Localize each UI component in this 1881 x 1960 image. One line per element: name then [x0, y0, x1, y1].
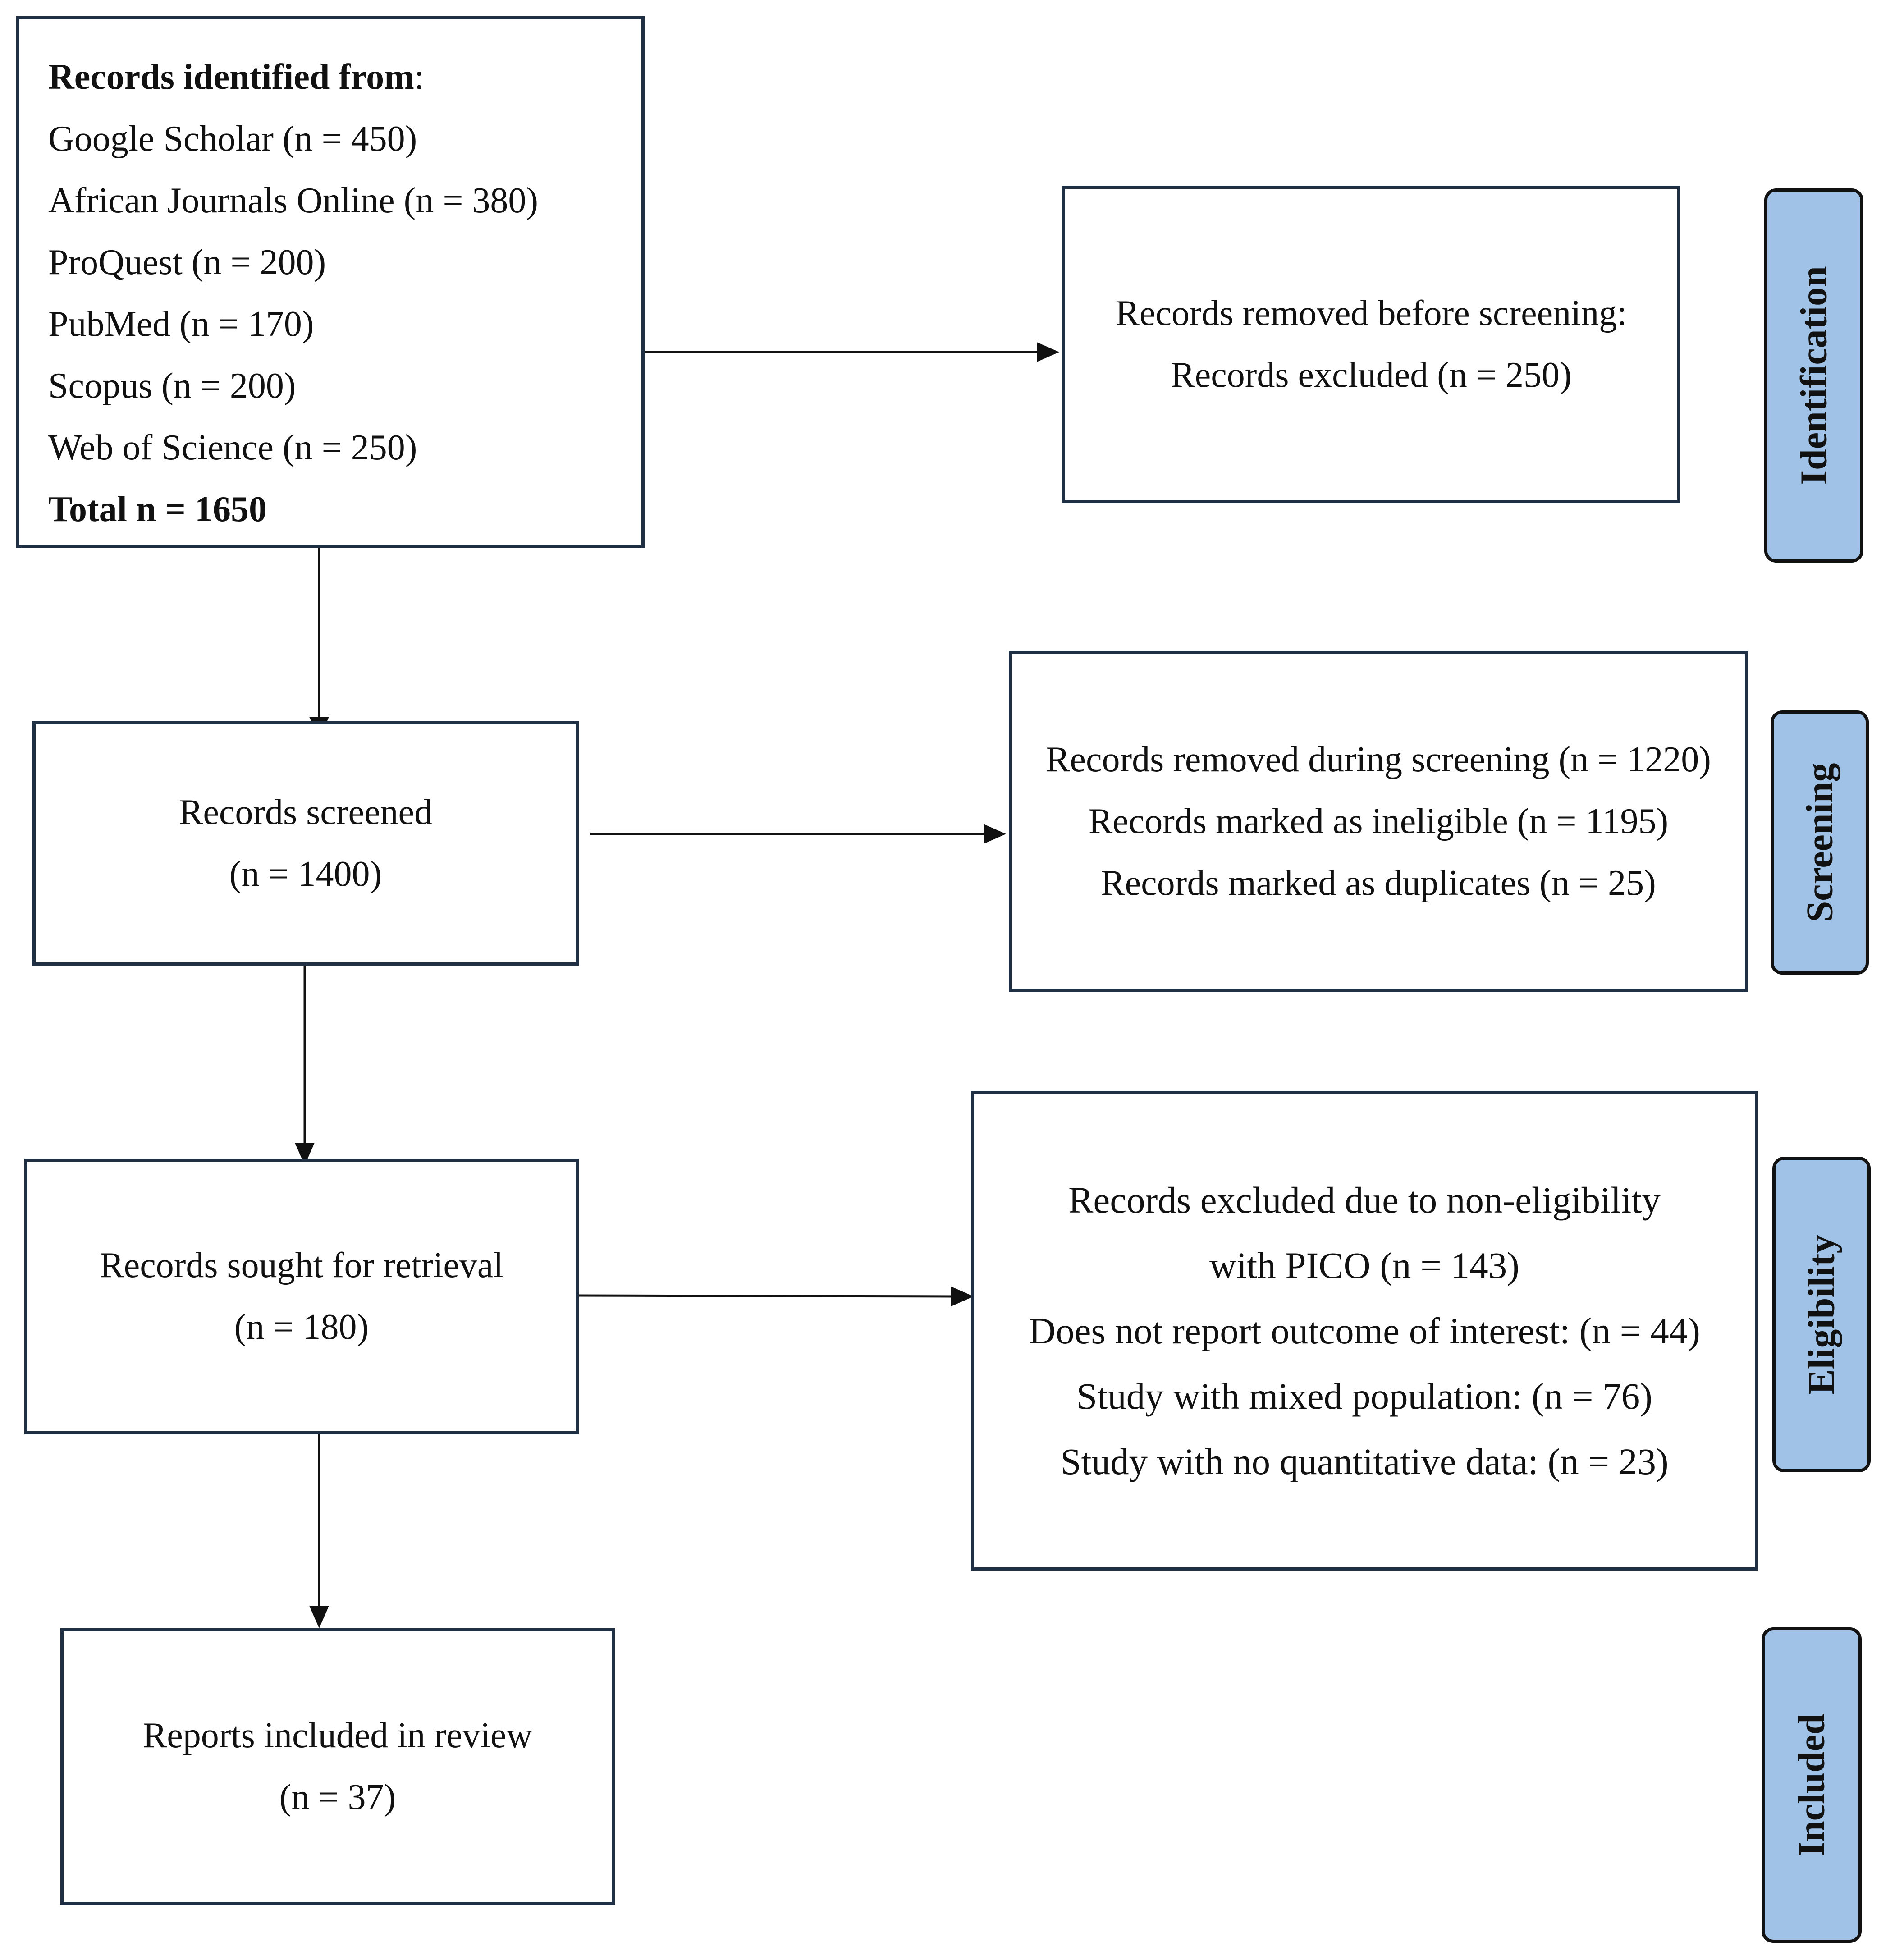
records-screened-count: (n = 1400): [229, 854, 382, 894]
included-count: (n = 37): [279, 1777, 396, 1817]
source-scopus: Scopus (n = 200): [48, 366, 296, 406]
stage-eligibility-label: Eligibility: [1800, 1234, 1843, 1395]
records-sought-for-retrieval-box: Records sought for retrieval (n = 180): [24, 1159, 579, 1434]
arrowhead: [309, 1606, 329, 1628]
stage-eligibility: Eligibility: [1772, 1157, 1871, 1472]
records-removed-before-screening-box: Records removed before screening: Record…: [1062, 186, 1680, 503]
stage-identification-label: Identification: [1793, 266, 1835, 485]
removed-duplicates: Records marked as duplicates (n = 25): [1101, 863, 1656, 903]
arrowhead: [295, 1143, 315, 1165]
source-web-of-science: Web of Science (n = 250): [48, 428, 417, 467]
heading-colon: :: [414, 57, 424, 97]
source-pubmed: PubMed (n = 170): [48, 304, 314, 344]
excluded-pico-count: with PICO (n = 143): [1209, 1244, 1519, 1286]
reports-included-box: Reports included in review (n = 37): [60, 1628, 615, 1905]
excluded-no-outcome: Does not report outcome of interest: (n …: [1029, 1310, 1700, 1351]
source-african-journals-online: African Journals Online (n = 380): [48, 181, 539, 220]
removed-before-screening-count: Records excluded (n = 250): [1171, 355, 1572, 395]
records-excluded-eligibility-box: Records excluded due to non-eligibility …: [971, 1091, 1758, 1571]
excluded-mixed-population: Study with mixed population: (n = 76): [1076, 1375, 1652, 1417]
records-screened-label: Records screened: [179, 792, 432, 832]
source-google-scholar: Google Scholar (n = 450): [48, 119, 417, 159]
records-identified-heading-line: Records identified from:: [48, 46, 641, 108]
removed-during-screening-total: Records removed during screening (n = 12…: [1046, 739, 1711, 779]
included-label: Reports included in review: [142, 1716, 533, 1755]
records-screened-box: Records screened (n = 1400): [32, 721, 579, 966]
removed-ineligible: Records marked as ineligible (n = 1195): [1088, 801, 1669, 841]
retrieval-label: Records sought for retrieval: [100, 1246, 503, 1285]
records-identified-heading: Records identified from: [48, 57, 414, 97]
stage-included: Included: [1762, 1627, 1862, 1943]
records-removed-during-screening-box: Records removed during screening (n = 12…: [1009, 651, 1748, 992]
retrieval-count: (n = 180): [234, 1307, 369, 1347]
arrowhead: [951, 1287, 974, 1306]
records-total: Total n = 1650: [48, 490, 267, 529]
excluded-non-eligibility: Records excluded due to non-eligibility: [1068, 1179, 1661, 1221]
stage-screening-label: Screening: [1799, 763, 1841, 922]
stage-included-label: Included: [1790, 1713, 1833, 1857]
arrowhead: [1037, 342, 1059, 362]
source-proquest: ProQuest (n = 200): [48, 243, 326, 282]
excluded-no-quantitative-data: Study with no quantitative data: (n = 23…: [1060, 1440, 1669, 1482]
records-identified-box: Records identified from: Google Scholar …: [16, 16, 645, 548]
arrowhead: [984, 824, 1006, 844]
removed-before-screening-title: Records removed before screening:: [1115, 293, 1627, 333]
stage-identification: Identification: [1764, 188, 1863, 563]
stage-screening: Screening: [1771, 710, 1869, 975]
